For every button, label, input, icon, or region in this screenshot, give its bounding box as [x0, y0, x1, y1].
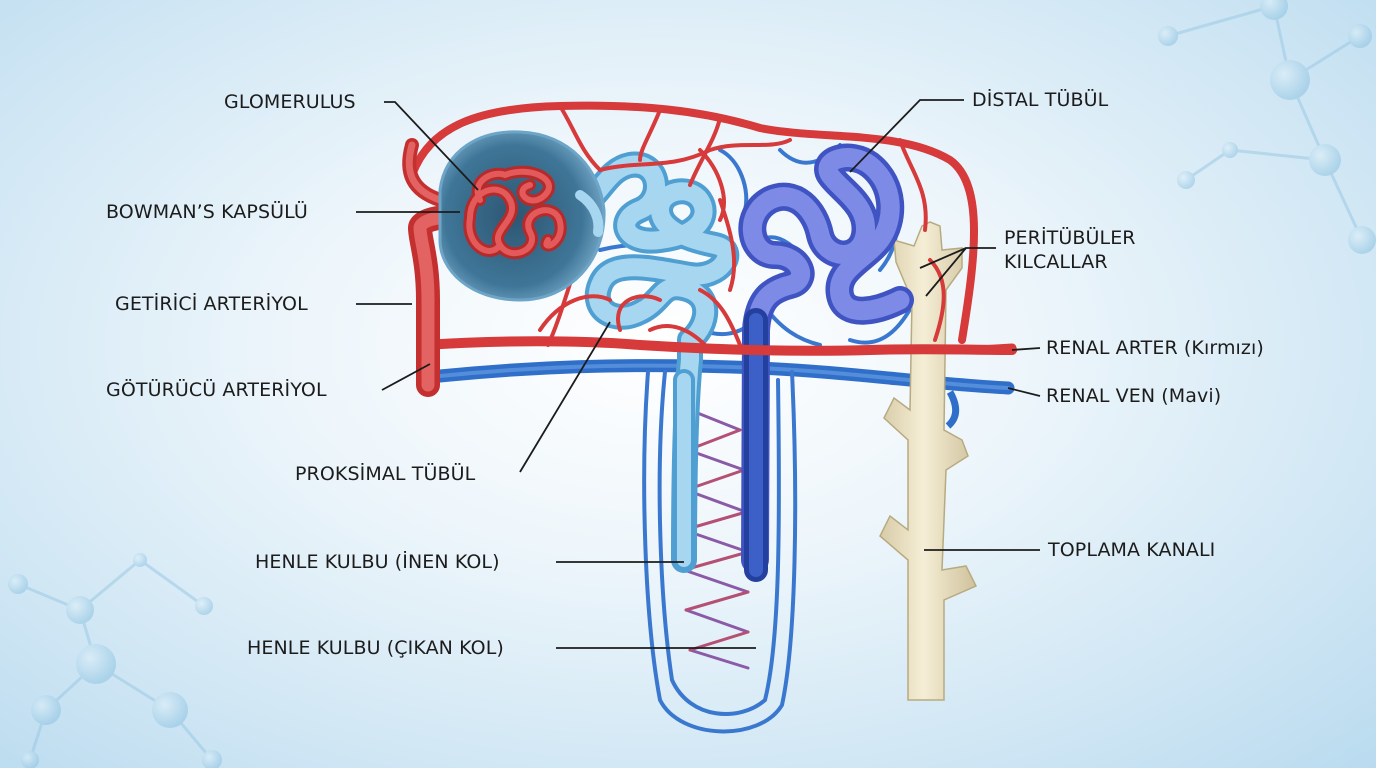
loop-of-henle — [673, 308, 768, 582]
label-proximal-tubule: PROKSİMAL TÜBÜL — [295, 463, 476, 485]
label-henle-descending: HENLE KULBU (İNEN KOL) — [255, 551, 500, 573]
molecule-decoration-top-right — [1158, 0, 1376, 254]
label-glomerulus: GLOMERULUS — [224, 91, 356, 113]
glomerulus — [463, 165, 567, 260]
leader-renal-vein — [1007, 387, 1041, 397]
leader-efferent — [381, 363, 431, 391]
label-bowmans-capsule: BOWMAN’S KAPSÜLÜ — [106, 201, 308, 223]
efferent-arteriole — [402, 138, 447, 207]
molecule-decoration-bottom-left — [8, 553, 222, 768]
label-henle-ascending: HENLE KULBU (ÇIKAN KOL) — [247, 637, 504, 659]
leader-lines — [356, 99, 1041, 649]
label-efferent-arteriole: GÖTÜRÜCÜ ARTERİYOL — [106, 379, 327, 401]
leader-peritubular — [919, 247, 996, 297]
label-distal-tubule: DİSTAL TÜBÜL — [972, 89, 1109, 111]
label-afferent-arteriole: GETİRİCİ ARTERİYOL — [115, 293, 308, 315]
distal-tubule — [738, 143, 914, 574]
label-renal-vein: RENAL VEN (Mavi) — [1046, 385, 1222, 407]
label-collecting-duct: TOPLAMA KANALI — [1048, 539, 1216, 561]
leader-glomerulus — [384, 101, 479, 191]
peritubular-capillaries-arterial — [408, 101, 1017, 356]
leader-proximal — [519, 321, 611, 473]
leader-renal-artery — [1011, 347, 1041, 351]
label-renal-artery: RENAL ARTER (Kırmızı) — [1046, 337, 1264, 359]
leader-distal — [849, 99, 964, 173]
collecting-duct — [879, 221, 978, 701]
proximal-tubule — [559, 151, 740, 573]
label-peritubular-capillaries: PERİTÜBÜLER KILCALLAR — [1004, 227, 1136, 273]
